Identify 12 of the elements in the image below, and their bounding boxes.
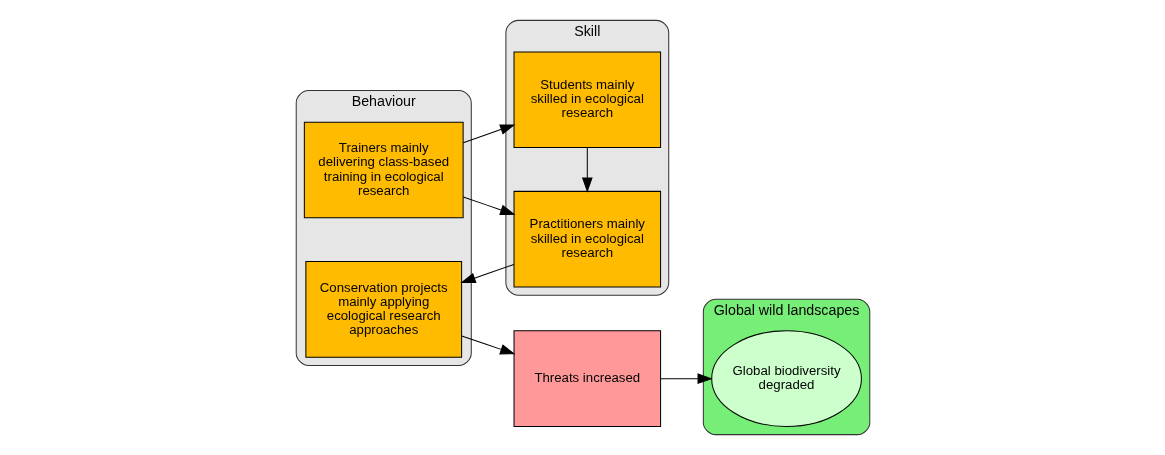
node-box: Trainers mainly delivering class-based training in ecological research [303, 121, 464, 219]
arrow [459, 263, 514, 284]
node-box: Students mainly skilled in ecological research [513, 51, 661, 149]
arrow [460, 335, 515, 355]
arrow [462, 196, 515, 215]
node-box: Threats increased [513, 330, 661, 427]
arrow [659, 373, 713, 384]
node-ellipse: Global biodiversity degraded [710, 330, 862, 427]
node-box: Practitioners mainly skilled in ecological research [513, 190, 661, 288]
arrow [581, 147, 593, 193]
node-box: Conservation projects mainly applying ecological research approaches [304, 261, 462, 358]
arrow [462, 124, 515, 144]
